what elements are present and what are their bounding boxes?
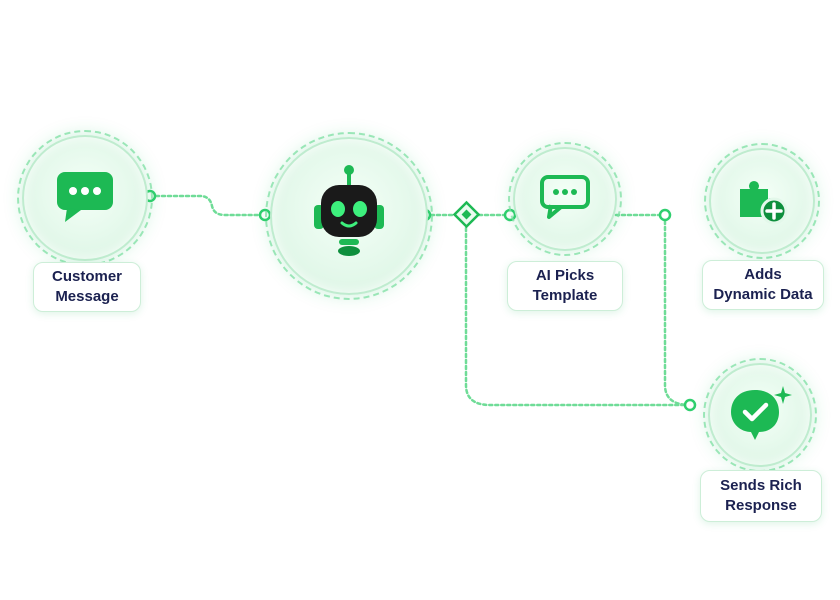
puzzle-plus-icon: [732, 169, 792, 234]
chat-template-icon: [539, 173, 591, 226]
router-diamond-icon: [452, 200, 481, 229]
customer-message-label: Customer Message: [33, 262, 141, 312]
customer-message-node: [17, 130, 153, 266]
ai-picks-template-node: [508, 142, 622, 256]
adds-dynamic-data-node: [704, 143, 820, 259]
sends-rich-response-label: Sends Rich Response: [700, 470, 822, 522]
check-bubble-icon: [725, 382, 795, 449]
ai-picks-template-label: AI Picks Template: [507, 261, 623, 311]
sparkle-icon: [774, 385, 792, 404]
ai-bot-node: [265, 132, 433, 300]
robot-icon: [294, 159, 404, 274]
sends-rich-response-node: [703, 358, 817, 472]
chat-bubble-icon: [53, 166, 117, 231]
adds-dynamic-data-label: Adds Dynamic Data: [702, 260, 824, 310]
